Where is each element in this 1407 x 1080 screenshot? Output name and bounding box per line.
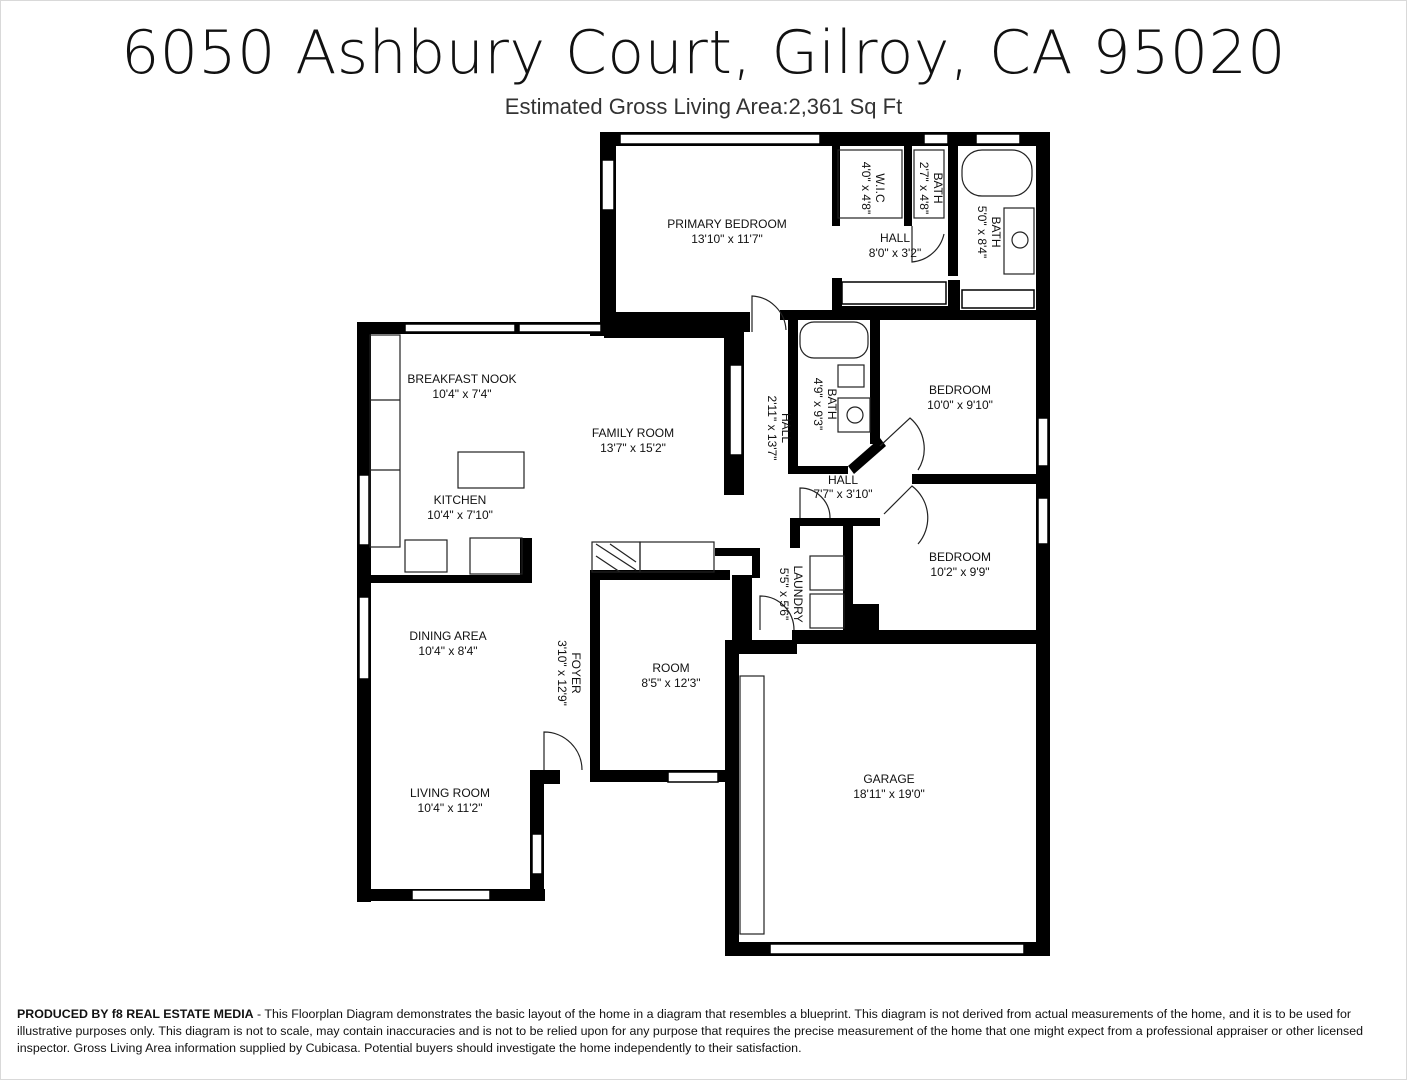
svg-text:BEDROOM: BEDROOM xyxy=(929,383,991,397)
svg-text:DINING AREA: DINING AREA xyxy=(409,629,486,643)
room-foyer: FOYER 3'10" x 12'9" xyxy=(555,640,583,706)
svg-text:LIVING ROOM: LIVING ROOM xyxy=(410,786,490,800)
svg-text:8'5" x 12'3": 8'5" x 12'3" xyxy=(641,676,700,690)
svg-text:5'5" x 5'6": 5'5" x 5'6" xyxy=(777,568,791,620)
svg-text:HALL: HALL xyxy=(828,473,858,487)
room-laundry: LAUNDRY 5'5" x 5'6" xyxy=(777,565,805,622)
svg-text:13'10" x 11'7": 13'10" x 11'7" xyxy=(691,232,763,246)
svg-text:10'2" x 9'9": 10'2" x 9'9" xyxy=(930,565,989,579)
svg-text:13'7" x 15'2": 13'7" x 15'2" xyxy=(600,441,666,455)
svg-text:BEDROOM: BEDROOM xyxy=(929,550,991,564)
room-bath-small: BATH 2'7" x 4'8" xyxy=(917,162,945,214)
svg-text:ROOM: ROOM xyxy=(652,661,689,675)
doors xyxy=(543,226,945,771)
disclaimer-text: - This Floorplan Diagram demonstrates th… xyxy=(17,1007,1364,1055)
room-garage: GARAGE 18'11" x 19'0" xyxy=(853,772,925,801)
svg-text:BATH: BATH xyxy=(825,388,839,419)
fixtures xyxy=(369,149,1035,935)
room-kitchen: KITCHEN 10'4" x 7'10" xyxy=(427,493,493,522)
room-hall-long: HALL 2'11" x 13'7" xyxy=(765,396,793,461)
room-hall-small: HALL 7'7" x 3'10" xyxy=(813,473,872,501)
page-subtitle: Estimated Gross Living Area:2,361 Sq Ft xyxy=(504,94,903,119)
svg-text:10'4" x 7'4": 10'4" x 7'4" xyxy=(432,387,491,401)
svg-text:FOYER: FOYER xyxy=(569,652,583,694)
walls xyxy=(357,132,1050,956)
room-breakfast-nook: BREAKFAST NOOK 10'4" x 7'4" xyxy=(407,372,516,401)
svg-text:HALL: HALL xyxy=(779,413,793,443)
svg-text:2'11" x 13'7": 2'11" x 13'7" xyxy=(765,396,779,461)
disclaimer: PRODUCED BY f8 REAL ESTATE MEDIA - This … xyxy=(17,1006,1377,1057)
svg-text:BATH: BATH xyxy=(989,216,1003,247)
svg-text:BREAKFAST NOOK: BREAKFAST NOOK xyxy=(407,372,516,386)
room-family-room: FAMILY ROOM 13'7" x 15'2" xyxy=(592,426,674,455)
room-bedroom-2: BEDROOM 10'2" x 9'9" xyxy=(929,550,991,579)
svg-text:4'0" x 4'8": 4'0" x 4'8" xyxy=(859,162,873,214)
room-bath-hall: BATH 4'9" x 9'3" xyxy=(811,378,839,430)
svg-text:10'4" x 8'4": 10'4" x 8'4" xyxy=(418,644,477,658)
svg-text:4'9" x 9'3": 4'9" x 9'3" xyxy=(811,378,825,430)
svg-text:7'7" x 3'10": 7'7" x 3'10" xyxy=(813,487,872,501)
svg-text:18'11" x 19'0": 18'11" x 19'0" xyxy=(853,787,925,801)
svg-text:10'4" x 7'10": 10'4" x 7'10" xyxy=(427,508,493,522)
room-bedroom-1: BEDROOM 10'0" x 9'10" xyxy=(927,383,993,412)
svg-text:W.I.C: W.I.C xyxy=(873,173,887,203)
producer-credit: PRODUCED BY f8 REAL ESTATE MEDIA xyxy=(17,1007,254,1021)
svg-text:KITCHEN: KITCHEN xyxy=(434,493,487,507)
page-title: 6050 Ashbury Court, Gilroy, CA 95020 xyxy=(121,18,1286,88)
room-dining-area: DINING AREA 10'4" x 8'4" xyxy=(409,629,486,658)
svg-text:PRIMARY BEDROOM: PRIMARY BEDROOM xyxy=(667,217,787,231)
windows xyxy=(358,133,1049,955)
svg-text:2'7" x 4'8": 2'7" x 4'8" xyxy=(917,162,931,214)
room-living-room: LIVING ROOM 10'4" x 11'2" xyxy=(410,786,490,815)
svg-text:10'4" x 11'2": 10'4" x 11'2" xyxy=(418,801,483,815)
room-bath-primary: BATH 5'0" x 8'4" xyxy=(975,206,1003,258)
svg-text:GARAGE: GARAGE xyxy=(863,772,914,786)
svg-text:FAMILY ROOM: FAMILY ROOM xyxy=(592,426,674,440)
room-primary-bedroom: PRIMARY BEDROOM 13'10" x 11'7" xyxy=(667,217,787,246)
svg-text:8'0" x 3'2": 8'0" x 3'2" xyxy=(869,246,921,260)
room-labels: PRIMARY BEDROOM 13'10" x 11'7" W.I.C 4'0… xyxy=(407,162,1003,815)
svg-text:HALL: HALL xyxy=(880,231,910,245)
svg-text:LAUNDRY: LAUNDRY xyxy=(791,565,805,622)
room-room: ROOM 8'5" x 12'3" xyxy=(641,661,700,690)
svg-text:10'0" x 9'10": 10'0" x 9'10" xyxy=(927,398,993,412)
room-hall-primary: HALL 8'0" x 3'2" xyxy=(869,231,921,260)
svg-text:5'0" x 8'4": 5'0" x 8'4" xyxy=(975,206,989,258)
svg-text:BATH: BATH xyxy=(931,172,945,203)
svg-text:3'10" x 12'9": 3'10" x 12'9" xyxy=(555,640,569,706)
room-wic: W.I.C 4'0" x 4'8" xyxy=(859,162,887,214)
